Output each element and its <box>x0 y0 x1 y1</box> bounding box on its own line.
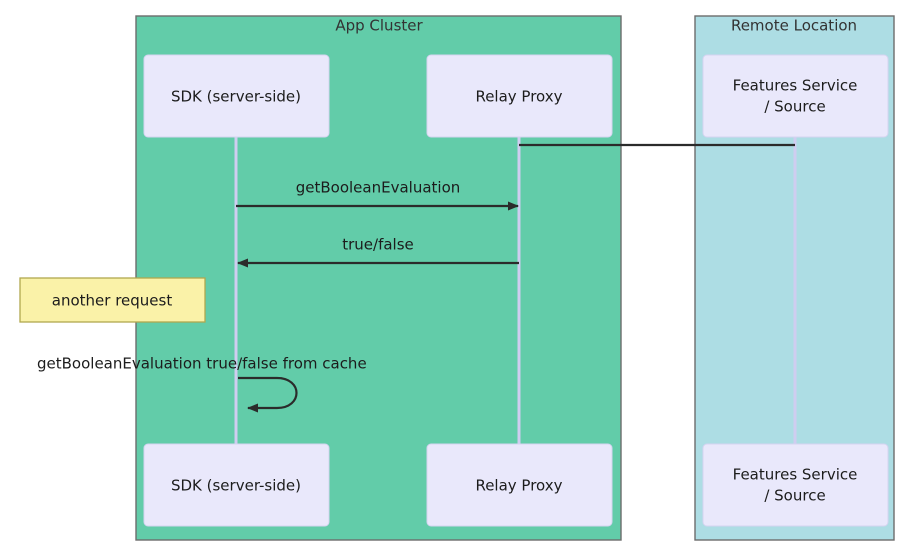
participant-features-service-bottom-label-line1: Features Service <box>733 466 858 484</box>
message-true-false-response-label: true/false <box>342 236 414 254</box>
note-another-request-rect <box>19 277 206 323</box>
participant-relay-proxy-top-rect[interactable] <box>426 54 613 138</box>
participant-sdk-top-rect[interactable] <box>143 54 330 138</box>
participant-features-service-top-rect[interactable] <box>702 54 889 138</box>
participant-relay-proxy-bottom-label: Relay Proxy <box>475 477 562 495</box>
participant-sdk-bottom-rect[interactable] <box>143 443 330 527</box>
cluster-remote-location-title: Remote Location <box>731 17 857 35</box>
message-get-boolean-evaluation-from-cache-label: getBooleanEvaluation true/false from cac… <box>37 355 367 373</box>
participant-features-service-top-label-line2: / Source <box>764 98 825 116</box>
participant-sdk-bottom[interactable]: SDK (server-side) <box>143 443 330 527</box>
participant-sdk-top[interactable]: SDK (server-side) <box>143 54 330 138</box>
participant-features-service-top-label-line1: Features Service <box>733 77 858 95</box>
participant-features-service-bottom-rect[interactable] <box>702 443 889 527</box>
participant-relay-proxy-bottom[interactable]: Relay Proxy <box>426 443 613 527</box>
participant-features-service-bottom[interactable]: Features Service / Source <box>702 443 889 527</box>
participant-relay-proxy-top[interactable]: Relay Proxy <box>426 54 613 138</box>
participant-relay-proxy-bottom-rect[interactable] <box>426 443 613 527</box>
participant-features-service-bottom-label-line2: / Source <box>764 487 825 505</box>
message-get-boolean-evaluation-from-cache-loop <box>238 376 298 413</box>
participant-sdk-top-label: SDK (server-side) <box>171 88 301 106</box>
note-another-request-label: another request <box>52 292 173 310</box>
participant-features-service-top[interactable]: Features Service / Source <box>702 54 889 138</box>
participant-sdk-bottom-label: SDK (server-side) <box>171 477 301 495</box>
participant-relay-proxy-top-label: Relay Proxy <box>475 88 562 106</box>
note-another-request: another request <box>19 277 206 323</box>
cluster-app-cluster-title: App Cluster <box>335 17 423 35</box>
message-get-boolean-evaluation-request-label: getBooleanEvaluation <box>296 179 461 197</box>
